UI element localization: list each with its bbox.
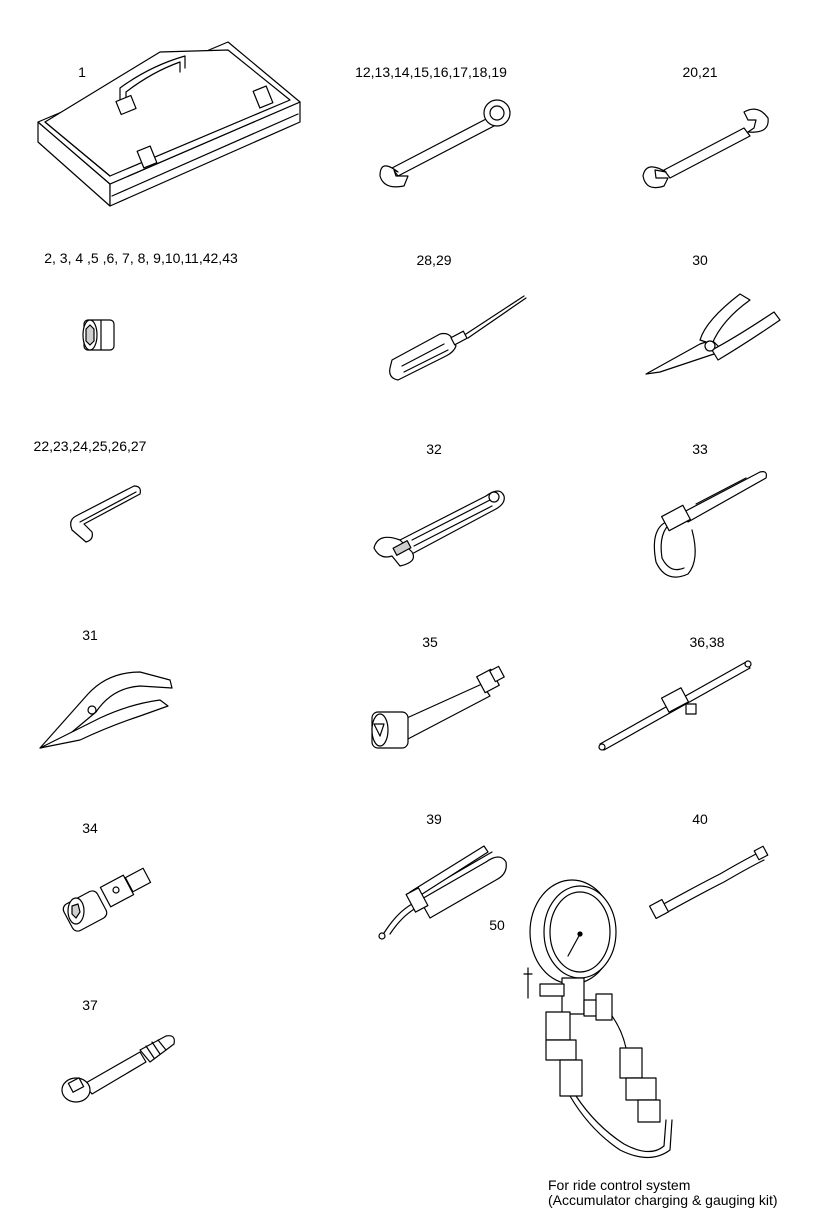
caption-line-1: For ride control system (548, 1177, 691, 1193)
toolbox-icon (37, 41, 301, 207)
pliers-icon (645, 293, 781, 375)
label-grease-gun: 39 (426, 811, 442, 827)
open-end-wrench-icon (642, 108, 769, 189)
label-pliers: 30 (692, 252, 708, 268)
label-open-wrench: 20,21 (682, 64, 718, 80)
label-socket: 2, 3, 4 ,5 ,6, 7, 8, 9,10,11,42,43 (44, 250, 238, 266)
screwdriver-icon (389, 295, 527, 381)
caption-line-2: (Accumulator charging & gauging kit) (548, 1192, 778, 1208)
adjustable-wrench-icon (373, 490, 505, 567)
charging-kit-icon (523, 879, 673, 1159)
combination-wrench-icon (379, 99, 511, 188)
label-hex-key: 22,23,24,25,26,27 (33, 438, 147, 454)
charging-kit-caption: For ride control system (Accumulator cha… (548, 1178, 778, 1208)
extension-bar-icon (371, 665, 505, 749)
label-cutter: 31 (82, 627, 98, 643)
label-screwdriver: 28,29 (416, 252, 452, 268)
cutter-icon (39, 671, 173, 749)
label-hose: 40 (692, 811, 708, 827)
filter-wrench-icon (653, 471, 767, 578)
hose-icon (648, 845, 769, 920)
label-charging-kit: 50 (489, 917, 505, 933)
grease-gun-icon (378, 845, 507, 940)
label-filter-wrench: 33 (692, 441, 708, 457)
label-adjustable-wrench: 32 (426, 441, 442, 457)
ratchet-icon (61, 1035, 175, 1103)
label-ratchet: 37 (82, 997, 98, 1013)
label-extension: 35 (422, 634, 438, 650)
label-t-bar: 36,38 (689, 634, 725, 650)
universal-joint-icon (62, 867, 152, 932)
label-universal-joint: 34 (82, 820, 98, 836)
label-ring-wrench: 12,13,14,15,16,17,18,19 (355, 64, 507, 80)
t-bar-icon (598, 660, 752, 751)
label-toolbox: 1 (78, 64, 86, 80)
socket-icon (82, 319, 115, 351)
hex-key-icon (70, 485, 141, 543)
